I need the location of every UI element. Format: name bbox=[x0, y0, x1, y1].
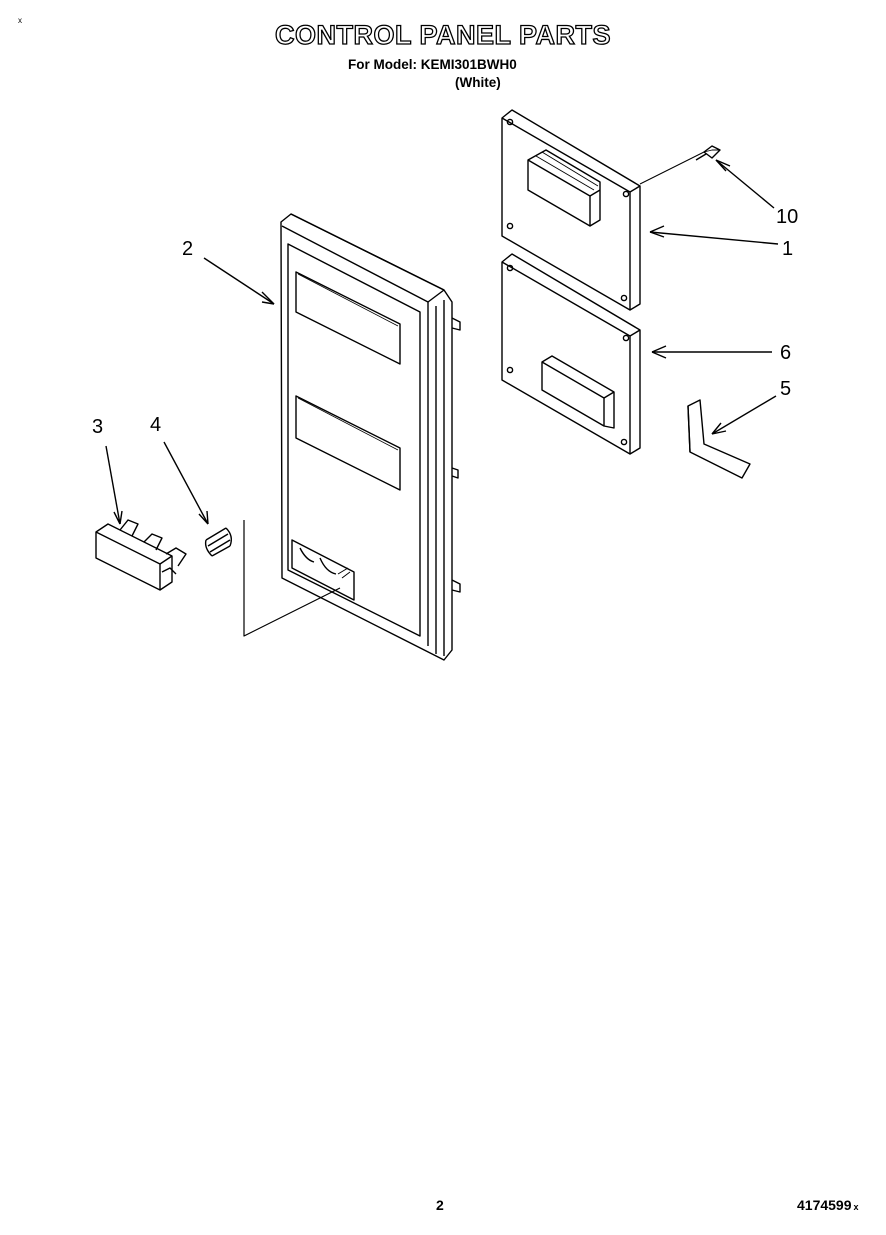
trailing-mark: x bbox=[853, 1202, 859, 1212]
model-line: For Model: KEMI301BWH0 bbox=[348, 57, 517, 72]
screw bbox=[695, 145, 721, 161]
callout-3: 3 bbox=[92, 416, 104, 438]
callout-6: 6 bbox=[780, 342, 792, 364]
leader-lines bbox=[105, 151, 779, 525]
circuit-board-lower bbox=[501, 253, 641, 455]
callout-2: 2 bbox=[182, 238, 194, 260]
page-title: CONTROL PANEL PARTS bbox=[274, 19, 612, 50]
callout-4: 4 bbox=[150, 414, 162, 436]
bracket-strip bbox=[687, 399, 751, 479]
corner-mark: x bbox=[18, 16, 22, 25]
control-panel-front bbox=[243, 213, 461, 661]
variant-label: (White) bbox=[455, 75, 501, 90]
spring bbox=[204, 527, 233, 557]
circuit-board-upper bbox=[501, 109, 641, 311]
callout-5: 5 bbox=[780, 378, 792, 400]
callout-10: 10 bbox=[776, 206, 799, 228]
release-button bbox=[95, 519, 187, 591]
callout-1: 1 bbox=[782, 238, 794, 260]
page-number: 2 bbox=[436, 1197, 444, 1213]
